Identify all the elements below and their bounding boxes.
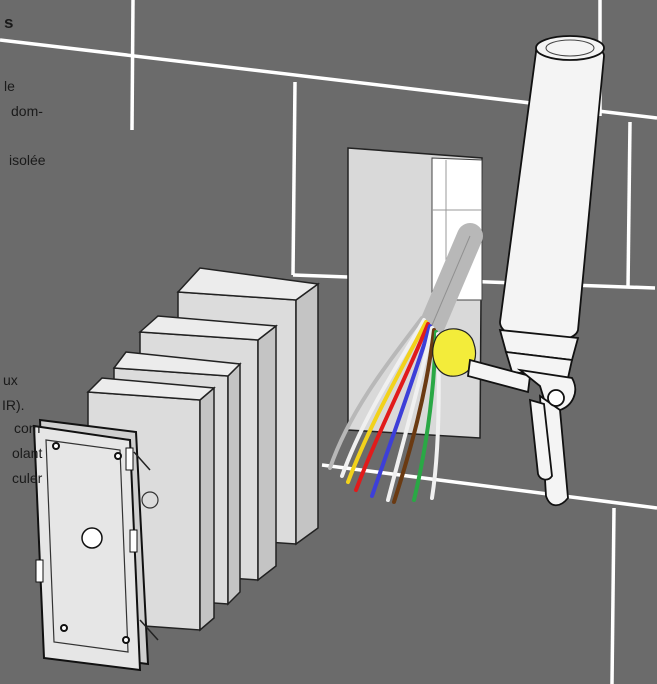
wire-gray-0	[328, 316, 424, 470]
heading-fragment: s	[4, 13, 14, 32]
text-fragment-2: dom-	[11, 103, 43, 119]
wire-white-5	[386, 326, 434, 502]
foam-spray-gun-icon	[467, 35, 605, 507]
cable-sheath	[417, 223, 483, 343]
text-fragment-4: ux	[3, 372, 18, 388]
text-fragment-6: com	[14, 420, 41, 436]
wire-brown-6	[392, 328, 436, 504]
text-fragment-1: le	[4, 78, 15, 94]
text-fragment-8: culer	[12, 470, 43, 486]
insulation-blocks	[86, 267, 320, 632]
wire-white-1	[340, 318, 426, 478]
wire-red-3	[354, 322, 430, 492]
text-fragment-7: olant	[12, 445, 43, 461]
cable-wires	[328, 316, 441, 504]
text-fragment-3: isolée	[9, 152, 46, 168]
wire-blue-4	[370, 324, 432, 498]
wire-yellow-2	[346, 320, 428, 484]
text-fragment-5: IR).	[2, 397, 25, 413]
flush-mount-housing-icon	[32, 418, 159, 672]
